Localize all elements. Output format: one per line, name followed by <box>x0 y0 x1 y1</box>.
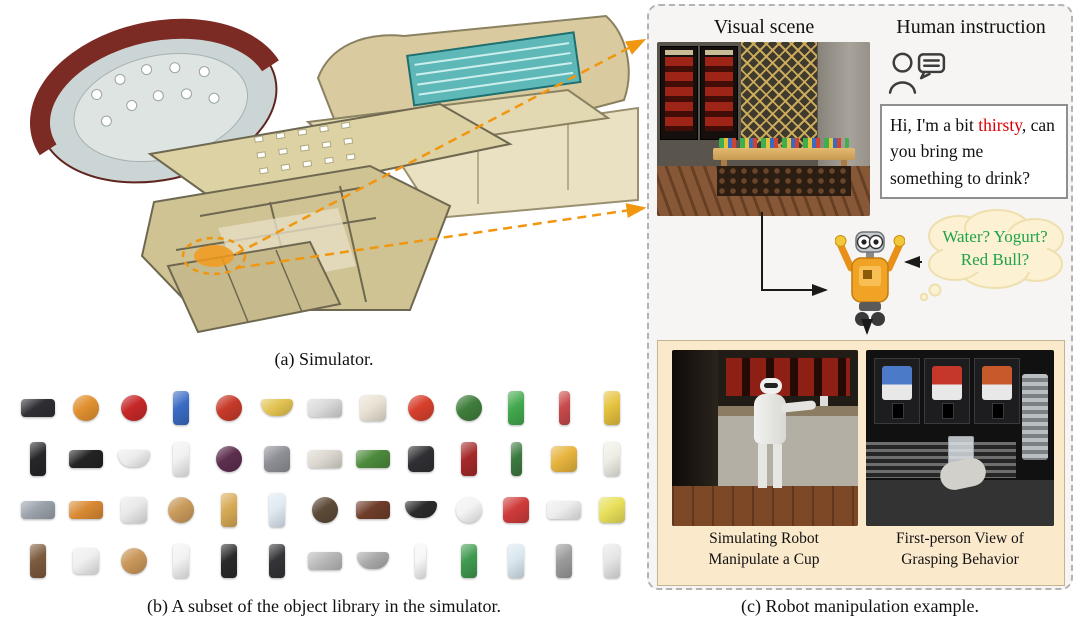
object-white-cup <box>173 441 190 476</box>
object-white-bowl <box>117 450 150 467</box>
object-paper-roll <box>307 398 342 417</box>
object-calculator <box>264 445 291 472</box>
object-rubiks-cube <box>503 496 530 523</box>
object-yellow-carton <box>604 390 621 425</box>
robot-manipulation-image <box>672 350 858 526</box>
object-blue-carton <box>269 492 286 527</box>
floor <box>672 486 858 526</box>
object-sticky-notes <box>599 496 626 523</box>
bottle-rack <box>717 166 851 196</box>
drink-machine <box>700 46 738 140</box>
drink-machine <box>718 350 858 406</box>
object-coffee-cup <box>29 543 46 578</box>
sub-caption-left: Simulating Robot Manipulate a Cup <box>708 530 820 568</box>
object-donut <box>168 496 195 523</box>
manipulation-examples-panel: Simulating Robot Manipulate a Cup First-… <box>657 340 1065 586</box>
object-red-book <box>460 441 477 476</box>
visual-scene-label: Visual scene <box>713 16 815 38</box>
object-gray-cup <box>556 543 573 578</box>
object-bread-loaf <box>120 547 147 574</box>
object-black-cup <box>269 543 286 578</box>
object-black-wallet <box>407 445 434 472</box>
thought-cloud: Water? Yogurt? Red Bull? <box>917 206 1073 302</box>
robot-icon <box>835 231 905 326</box>
simulator-render <box>30 14 639 334</box>
object-gray-basket <box>356 552 389 569</box>
object-paper-bag <box>547 500 582 519</box>
drink-dispenser <box>974 358 1020 424</box>
object-plush-toy <box>307 449 342 468</box>
object-white-carton <box>173 543 190 578</box>
object-bead-bracelet <box>311 496 338 523</box>
object-teddy-bear <box>359 394 386 421</box>
object-kitchen-scale <box>72 547 99 574</box>
robot-manipulation-panel: Visual scene Human instruction Hi, I'm a… <box>647 4 1073 590</box>
object-black-bin <box>221 543 238 578</box>
object-cucumber <box>355 449 390 468</box>
object-milk-bottle <box>604 441 621 476</box>
bottle-row <box>719 138 849 148</box>
drink-machine <box>660 46 698 140</box>
instruction-text-box: Hi, I'm a bit thirsty, can you bring me … <box>880 104 1068 199</box>
sub-caption-right: First-person View of Grasping Behavior <box>896 530 1024 568</box>
person-speech-icon <box>888 52 946 94</box>
thought-cloud-shape <box>919 209 1064 302</box>
instruction-text-post: , can you bring me something to drink? <box>890 115 1055 188</box>
cup <box>820 396 828 406</box>
object-water-bottle <box>508 543 525 578</box>
object-spray-bottle <box>415 543 427 578</box>
object-blue-pack <box>173 390 190 425</box>
object-chocolate-box <box>355 500 390 519</box>
object-red-tube <box>558 390 570 425</box>
human-instruction-label: Human instruction <box>896 16 1046 38</box>
instruction-highlight: thirsty <box>978 115 1022 135</box>
object-library-grid <box>14 382 636 588</box>
thought-text: Water? Yogurt? Red Bull? <box>942 227 1048 269</box>
visual-scene-image <box>657 42 870 216</box>
object-green-drink-bottle <box>460 543 477 578</box>
object-chips-can <box>221 492 238 527</box>
object-white-soap <box>455 496 482 523</box>
object-black-pot <box>404 501 437 518</box>
object-strawberry <box>120 394 147 421</box>
object-mortar-pestle <box>20 500 55 519</box>
humanoid-robot <box>760 378 782 394</box>
instruction-text-pre: Hi, I'm a bit <box>890 115 979 135</box>
caption-c: (c) Robot manipulation example. <box>741 596 979 616</box>
object-orange <box>72 394 99 421</box>
object-white-mug <box>120 496 147 523</box>
object-watermelon <box>455 394 482 421</box>
first-person-view-image <box>866 350 1054 526</box>
theater-tables <box>91 62 220 127</box>
object-black-slipper <box>68 449 103 468</box>
object-soy-sauce-bottle <box>29 441 46 476</box>
object-yellow-bowl <box>261 399 294 416</box>
highlighted-room <box>194 245 234 267</box>
object-green-carton <box>508 390 525 425</box>
object-mangosteen <box>216 445 243 472</box>
drink-dispenser <box>924 358 970 424</box>
object-tomato <box>407 394 434 421</box>
object-paper-cup <box>604 543 621 578</box>
display-table <box>713 148 855 196</box>
object-orange-mug <box>68 500 103 519</box>
drink-dispenser <box>874 358 920 424</box>
object-apple <box>216 394 243 421</box>
caption-a: (a) Simulator. <box>274 349 374 369</box>
object-green-bottle <box>510 441 522 476</box>
caption-b: (b) A subset of the object library in th… <box>147 596 501 616</box>
cup-stack <box>1022 374 1048 460</box>
object-gray-tray <box>307 551 342 570</box>
object-kettle <box>20 398 55 417</box>
object-snack-pack <box>551 445 578 472</box>
